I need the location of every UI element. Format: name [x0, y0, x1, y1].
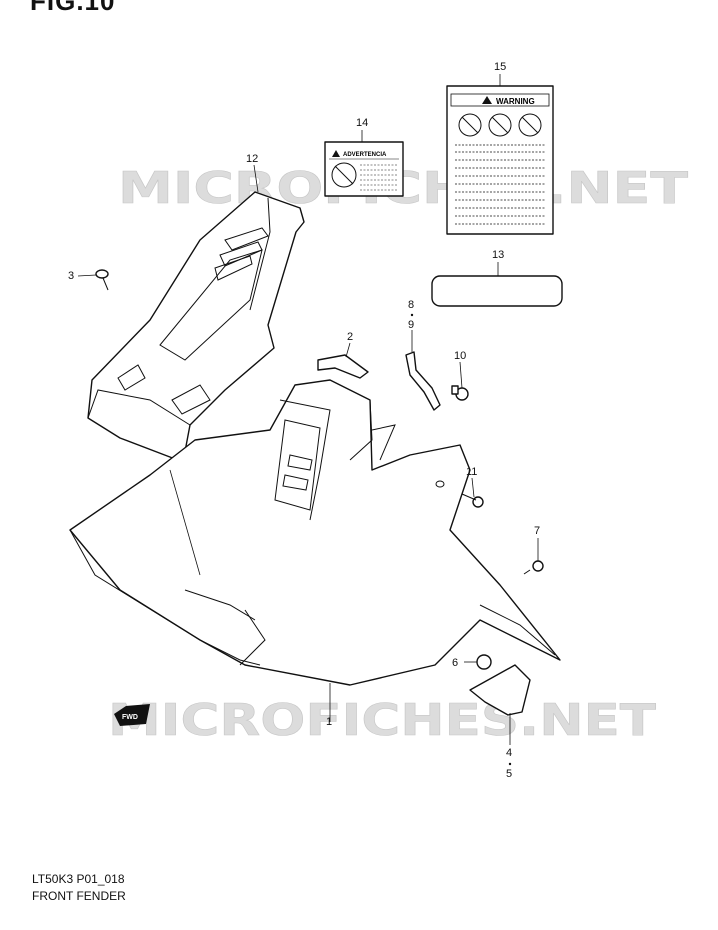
- bracket-part-4-5: [469, 664, 531, 716]
- callout-8: 8: [408, 299, 414, 311]
- callout-15: 15: [494, 61, 506, 73]
- watermark-bottom: MICROFICHES.NET: [108, 695, 656, 746]
- leader-lines: [77, 74, 539, 745]
- diagram-name: FRONT FENDER: [32, 889, 126, 903]
- warning-label-title: WARNING: [496, 97, 535, 106]
- callout-9: 9: [408, 319, 414, 331]
- clip-part-2: [317, 354, 369, 379]
- label-part-13: [431, 275, 563, 307]
- bolt-part-10: [451, 385, 469, 401]
- bracket-part-8-9: [405, 351, 441, 411]
- callout-3: 3: [68, 270, 74, 282]
- bolt-part-11: [435, 480, 484, 508]
- callout-5: 5: [506, 768, 512, 780]
- figure-title: FIG.10: [30, 0, 116, 16]
- callout-14: 14: [356, 117, 368, 129]
- callout-4: 4: [506, 747, 512, 759]
- bolt-part-7: [523, 560, 544, 575]
- callout-10: 10: [454, 350, 466, 362]
- callout-dot-4-5: [508, 762, 512, 766]
- callout-12: 12: [246, 153, 258, 165]
- front-fender-part-1: [69, 379, 561, 686]
- callout-11: 11: [466, 466, 477, 478]
- callout-13: 13: [492, 249, 504, 261]
- front-cover-part-12: [87, 191, 305, 463]
- warning-label-part-15: WARNING: [446, 85, 554, 235]
- advertencia-label-title: ADVERTENCIA: [343, 152, 387, 158]
- callout-2: 2: [347, 331, 353, 343]
- diagram-code: LT50K3 P01_018: [32, 872, 125, 886]
- callout-7: 7: [534, 525, 540, 537]
- callout-1: 1: [326, 716, 332, 728]
- callout-dot-8-9: [410, 313, 414, 317]
- fwd-arrow-icon: FWD: [114, 704, 150, 726]
- advertencia-label-part-14: ADVERTENCIA: [324, 141, 404, 197]
- fwd-label: FWD: [122, 714, 138, 721]
- callout-6: 6: [452, 657, 458, 669]
- rivet-part-6: [476, 654, 492, 670]
- screw-part-3: [95, 269, 109, 291]
